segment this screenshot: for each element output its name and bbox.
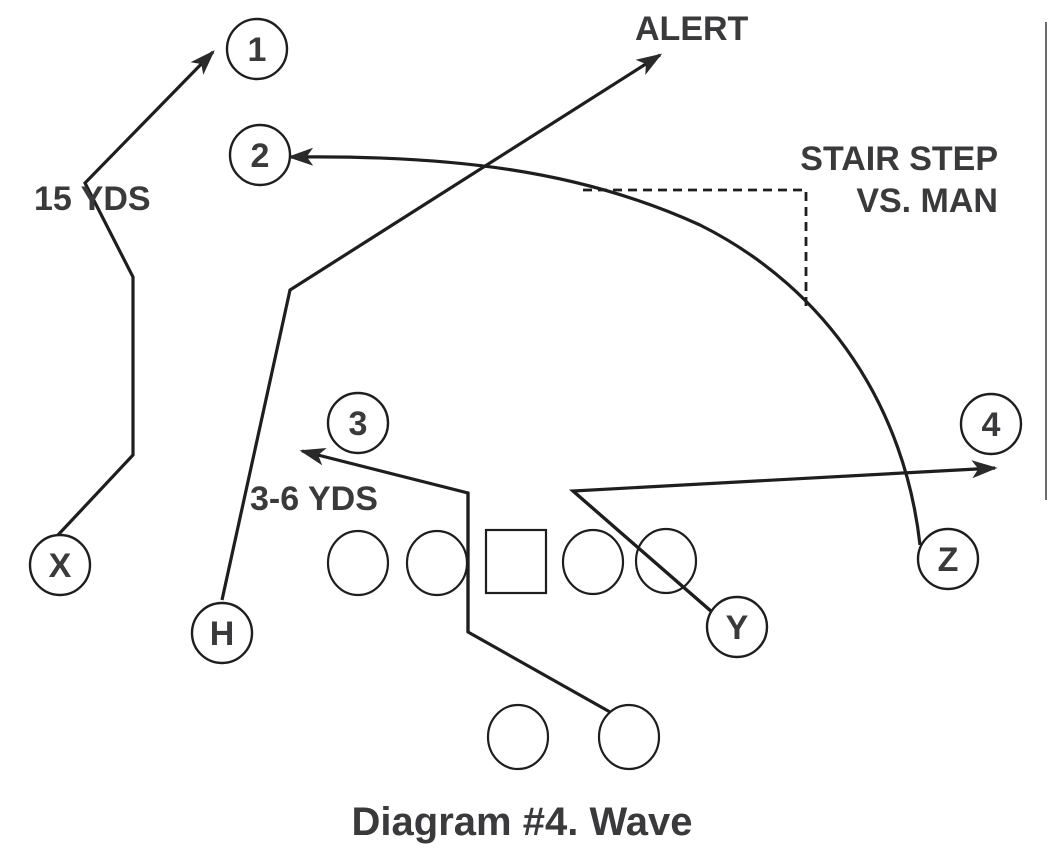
read-2-label: 2 [251, 137, 270, 175]
y-route-overlay [571, 489, 714, 614]
read-2: 2 [228, 123, 292, 187]
read-4-label: 4 [982, 406, 1001, 444]
left-guard [405, 529, 469, 597]
player-y-label: Y [726, 609, 749, 647]
h-route [220, 53, 663, 601]
left-tackle [326, 529, 390, 597]
back-right [597, 703, 661, 771]
alert-annotation: ALERT [635, 10, 749, 48]
player-h: H [190, 601, 254, 665]
right-guard [561, 528, 625, 596]
read-3-label: 3 [349, 405, 368, 443]
player-h-label: H [210, 615, 235, 653]
read-1-label: 1 [248, 31, 267, 69]
z-route [287, 147, 922, 546]
flat-depth-annotation: 3-6 YDS [250, 480, 378, 518]
player-x: X [28, 533, 92, 597]
x-depth-annotation: 15 YDS [34, 180, 151, 218]
stair-step-annotation-line1: STAIR STEP [800, 140, 998, 178]
player-z-label: Z [938, 541, 959, 579]
player-z: Z [916, 527, 980, 591]
player-x-label: X [49, 547, 72, 585]
right-tackle [634, 527, 698, 595]
read-3: 3 [326, 391, 390, 455]
backfield [486, 703, 661, 771]
offensive-line [326, 527, 698, 597]
back-left [486, 703, 550, 771]
x-route [56, 50, 215, 537]
player-y: Y [705, 595, 769, 659]
read-4: 4 [959, 392, 1023, 456]
read-1: 1 [225, 17, 289, 81]
center-square [484, 528, 548, 595]
stair-step-annotation-line2: VS. MAN [856, 182, 998, 220]
stair-step-dashed-route [583, 188, 808, 312]
diagram-caption: Diagram #4. Wave [352, 800, 693, 844]
